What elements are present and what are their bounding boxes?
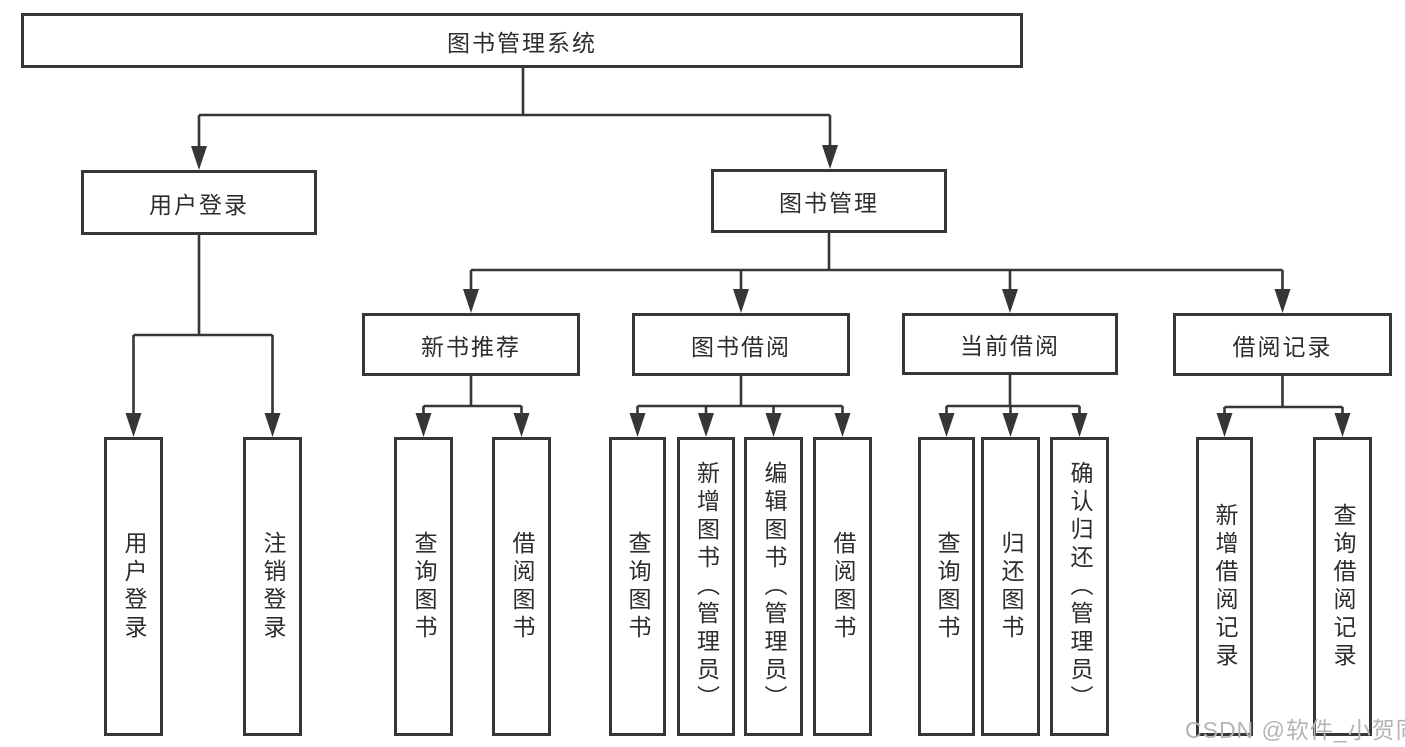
leaf-borrow-books-recommend-label: 借阅图书 [509, 530, 535, 643]
leaf-borrow-books-borrowing-label: 借阅图书 [830, 530, 856, 643]
leaf-query-books-borrowing: 查询图书 [609, 437, 666, 736]
leaf-query-books-current-label: 查询图书 [934, 530, 960, 643]
leaf-borrow-books-borrowing: 借阅图书 [813, 437, 872, 736]
node-book-management: 图书管理 [711, 169, 947, 233]
arrowhead [513, 413, 530, 437]
arrowhead [698, 413, 714, 437]
node-user-login: 用户登录 [81, 170, 317, 235]
leaf-borrow-books-recommend: 借阅图书 [492, 437, 551, 736]
node-book-borrowing-label: 图书借阅 [691, 333, 791, 360]
arrowhead [765, 413, 782, 437]
leaf-query-books-recommend: 查询图书 [394, 437, 453, 736]
leaf-query-books-borrowing-label: 查询图书 [625, 530, 651, 643]
leaf-query-books-recommend-label: 查询图书 [411, 530, 437, 643]
leaf-edit-book-admin-label: 编辑图书（管理员） [761, 460, 787, 713]
arrowhead [463, 289, 479, 313]
leaf-user-login-label: 用户登录 [121, 530, 147, 643]
arrowhead [1071, 413, 1088, 437]
arrowhead [1002, 289, 1018, 313]
leaf-confirm-return-admin-label: 确认归还（管理员） [1067, 460, 1093, 713]
arrowhead [1274, 289, 1291, 313]
node-user-login-label: 用户登录 [149, 191, 249, 218]
leaf-return-books-label: 归还图书 [998, 530, 1024, 643]
leaf-add-borrow-record-label: 新增借阅记录 [1212, 502, 1238, 671]
arrowhead [125, 413, 142, 437]
leaf-edit-book-admin: 编辑图书（管理员） [744, 437, 803, 736]
node-root-label: 图书管理系统 [447, 29, 597, 56]
node-borrowing-records-label: 借阅记录 [1232, 333, 1333, 360]
arrowhead [834, 413, 851, 437]
leaf-logout-label: 注销登录 [260, 530, 286, 643]
leaf-logout: 注销登录 [243, 437, 302, 736]
node-root: 图书管理系统 [21, 13, 1023, 68]
node-book-management-label: 图书管理 [779, 190, 879, 216]
leaf-add-borrow-record: 新增借阅记录 [1196, 437, 1253, 736]
watermark: CSDN @软件_小贺同学 [1185, 717, 1405, 743]
node-new-book-recommend-label: 新书推荐 [421, 333, 521, 360]
leaf-confirm-return-admin: 确认归还（管理员） [1050, 437, 1109, 736]
node-current-borrowing-label: 当前借阅 [960, 333, 1060, 359]
node-new-book-recommend: 新书推荐 [362, 313, 580, 376]
node-current-borrowing: 当前借阅 [902, 313, 1118, 375]
arrowhead [938, 413, 955, 437]
arrowhead [1216, 413, 1233, 437]
leaf-user-login: 用户登录 [104, 437, 163, 736]
leaf-query-books-current: 查询图书 [918, 437, 975, 736]
arrowhead [1334, 413, 1351, 437]
arrowhead [191, 146, 207, 170]
leaf-add-book-admin: 新增图书（管理员） [677, 437, 735, 736]
leaf-query-borrow-record-label: 查询借阅记录 [1330, 502, 1356, 671]
arrowhead [264, 413, 281, 437]
arrowhead [629, 413, 646, 437]
leaf-return-books: 归还图书 [981, 437, 1040, 736]
arrowhead [733, 289, 749, 313]
leaf-query-borrow-record: 查询借阅记录 [1313, 437, 1372, 736]
node-borrowing-records: 借阅记录 [1173, 313, 1392, 376]
arrowhead [822, 145, 838, 169]
leaf-add-book-admin-label: 新增图书（管理员） [693, 460, 720, 713]
arrowhead [1002, 413, 1019, 437]
node-book-borrowing: 图书借阅 [632, 313, 850, 376]
arrowhead [415, 413, 432, 437]
